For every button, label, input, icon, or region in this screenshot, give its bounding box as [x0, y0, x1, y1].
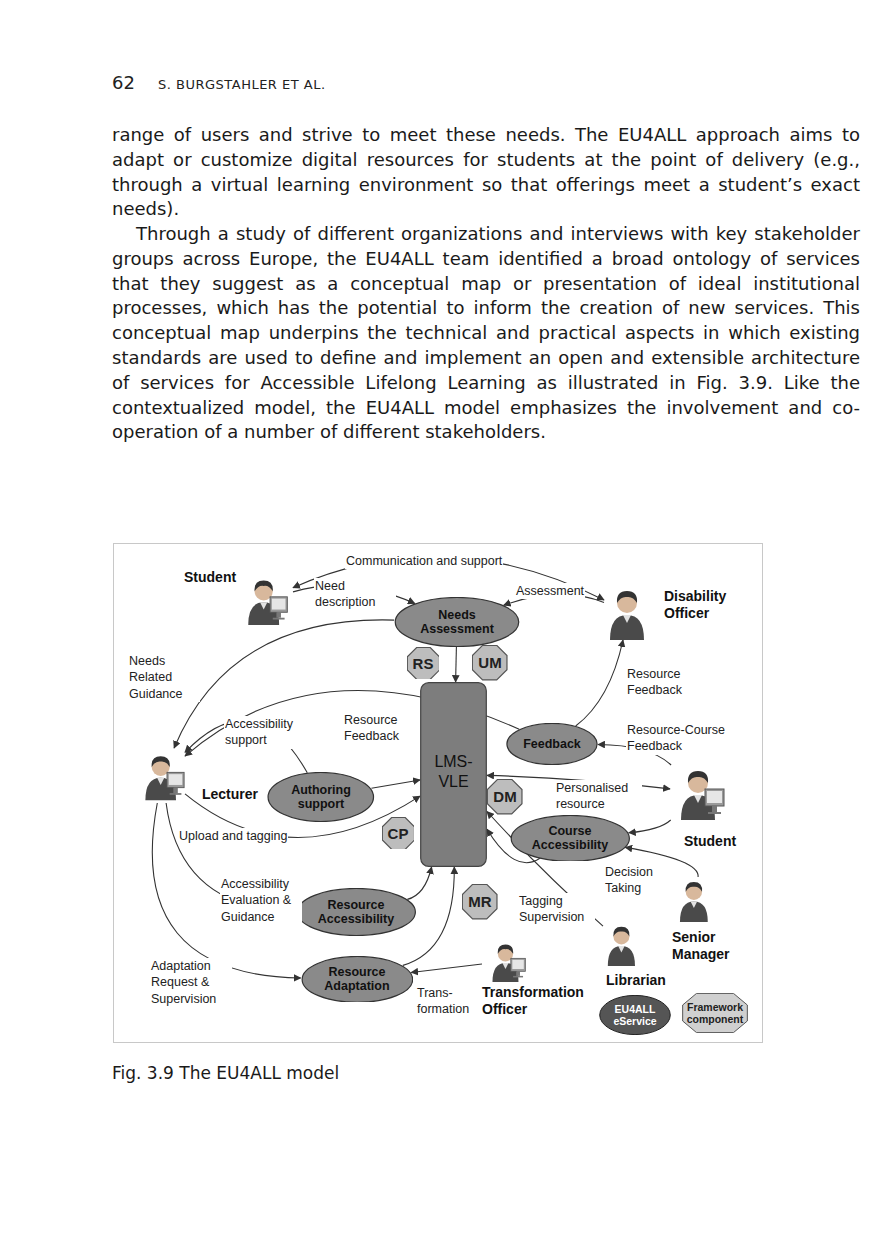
connector	[411, 964, 482, 973]
edge-label: Adaptation Request & Supervision	[150, 958, 232, 1007]
connector	[576, 640, 623, 726]
person-icon	[603, 918, 643, 970]
actor: Lecturer	[140, 748, 185, 803]
connector	[407, 867, 431, 899]
service-ellipse: Resource Adaptation	[301, 956, 414, 1003]
service-label: Authoring support	[285, 783, 357, 812]
component-label: DM	[493, 788, 516, 805]
component-label: MR	[468, 893, 491, 910]
framework-octagon: UM	[472, 645, 507, 680]
edge-label: Resource Feedback	[343, 712, 415, 745]
edge-label: Trans- formation	[416, 985, 478, 1018]
component-label: UM	[478, 654, 501, 671]
service-label: Needs Assessment	[416, 608, 498, 637]
service-label: Resource Adaptation	[319, 965, 395, 994]
edge-label: Communication and support	[345, 553, 503, 569]
framework-octagon: DM	[487, 779, 522, 814]
framework-octagon: RS	[407, 647, 440, 680]
lms-block: LMS-VLE	[420, 682, 487, 867]
component-label: RS	[413, 655, 434, 672]
running-head: S. BURGSTAHLER ET AL.	[158, 77, 326, 92]
actor-label: Student	[182, 569, 238, 586]
edge-label: Personalised resource	[555, 780, 642, 813]
connector	[371, 780, 420, 788]
component-label: CP	[388, 825, 409, 842]
edge-label: Resource-Course Feedback	[626, 722, 738, 755]
service-ellipse: Feedback	[506, 723, 598, 765]
edge-label: Accessibility support	[224, 716, 316, 749]
actor: Librarian	[603, 918, 643, 970]
framework-octagon: CP	[382, 817, 415, 850]
service-label: Course Accessibility	[529, 824, 611, 853]
edge-label: Upload and tagging	[178, 828, 288, 844]
actor-label: Senior Manager	[670, 929, 744, 963]
service-ellipse: Needs Assessment	[394, 597, 520, 647]
person-icon	[238, 575, 293, 625]
actor-label: Lecturer	[200, 786, 260, 803]
legend-sample: EU4ALL eService	[599, 995, 671, 1035]
service-ellipse: Course Accessibility	[510, 815, 631, 862]
connector	[455, 647, 457, 682]
person-icon	[140, 748, 185, 803]
actor: Student	[670, 765, 730, 820]
body-paragraph: Through a study of different organizatio…	[112, 222, 860, 445]
actor-label: Transformation Officer	[480, 984, 599, 1018]
person-icon	[604, 585, 654, 640]
service-ellipse: Authoring support	[267, 772, 375, 822]
edge-label: Accessibility Evaluation & Guidance	[220, 876, 302, 925]
actor-label: Student	[682, 833, 738, 850]
edge-label: Tagging Supervision	[518, 893, 595, 926]
actor: Transformation Officer	[482, 940, 532, 982]
edge-label: Decision Taking	[604, 864, 666, 897]
service-label: Resource Accessibility	[315, 898, 397, 927]
service-label: Feedback	[523, 737, 581, 751]
service-ellipse: Resource Accessibility	[296, 888, 417, 936]
actor-label: Librarian	[604, 972, 668, 989]
person-icon	[670, 765, 730, 820]
actor: Senior Manager	[668, 877, 723, 922]
figure-caption: Fig. 3.9 The EU4ALL model	[112, 1063, 339, 1083]
page-number: 62	[112, 72, 135, 93]
actor-label: Disability Officer	[662, 588, 746, 622]
actor: Disability Officer	[604, 585, 654, 640]
edge-label: Needs Related Guidance	[128, 653, 200, 702]
legend-label: EU4ALL eService	[603, 1003, 667, 1027]
actor: Student	[238, 575, 293, 625]
edge-label: Need description	[314, 578, 396, 611]
legend-label: Framework component	[686, 1001, 744, 1025]
body-paragraph: range of users and strive to meet these …	[112, 123, 860, 222]
person-icon	[482, 940, 532, 982]
person-icon	[668, 877, 723, 922]
connector	[629, 820, 671, 833]
framework-octagon: MR	[462, 884, 497, 919]
legend-sample: Framework component	[682, 993, 748, 1033]
lms-label: LMS-VLE	[428, 752, 480, 790]
edge-label: Resource Feedback	[626, 666, 698, 699]
edge-label: Assessment	[515, 583, 585, 599]
